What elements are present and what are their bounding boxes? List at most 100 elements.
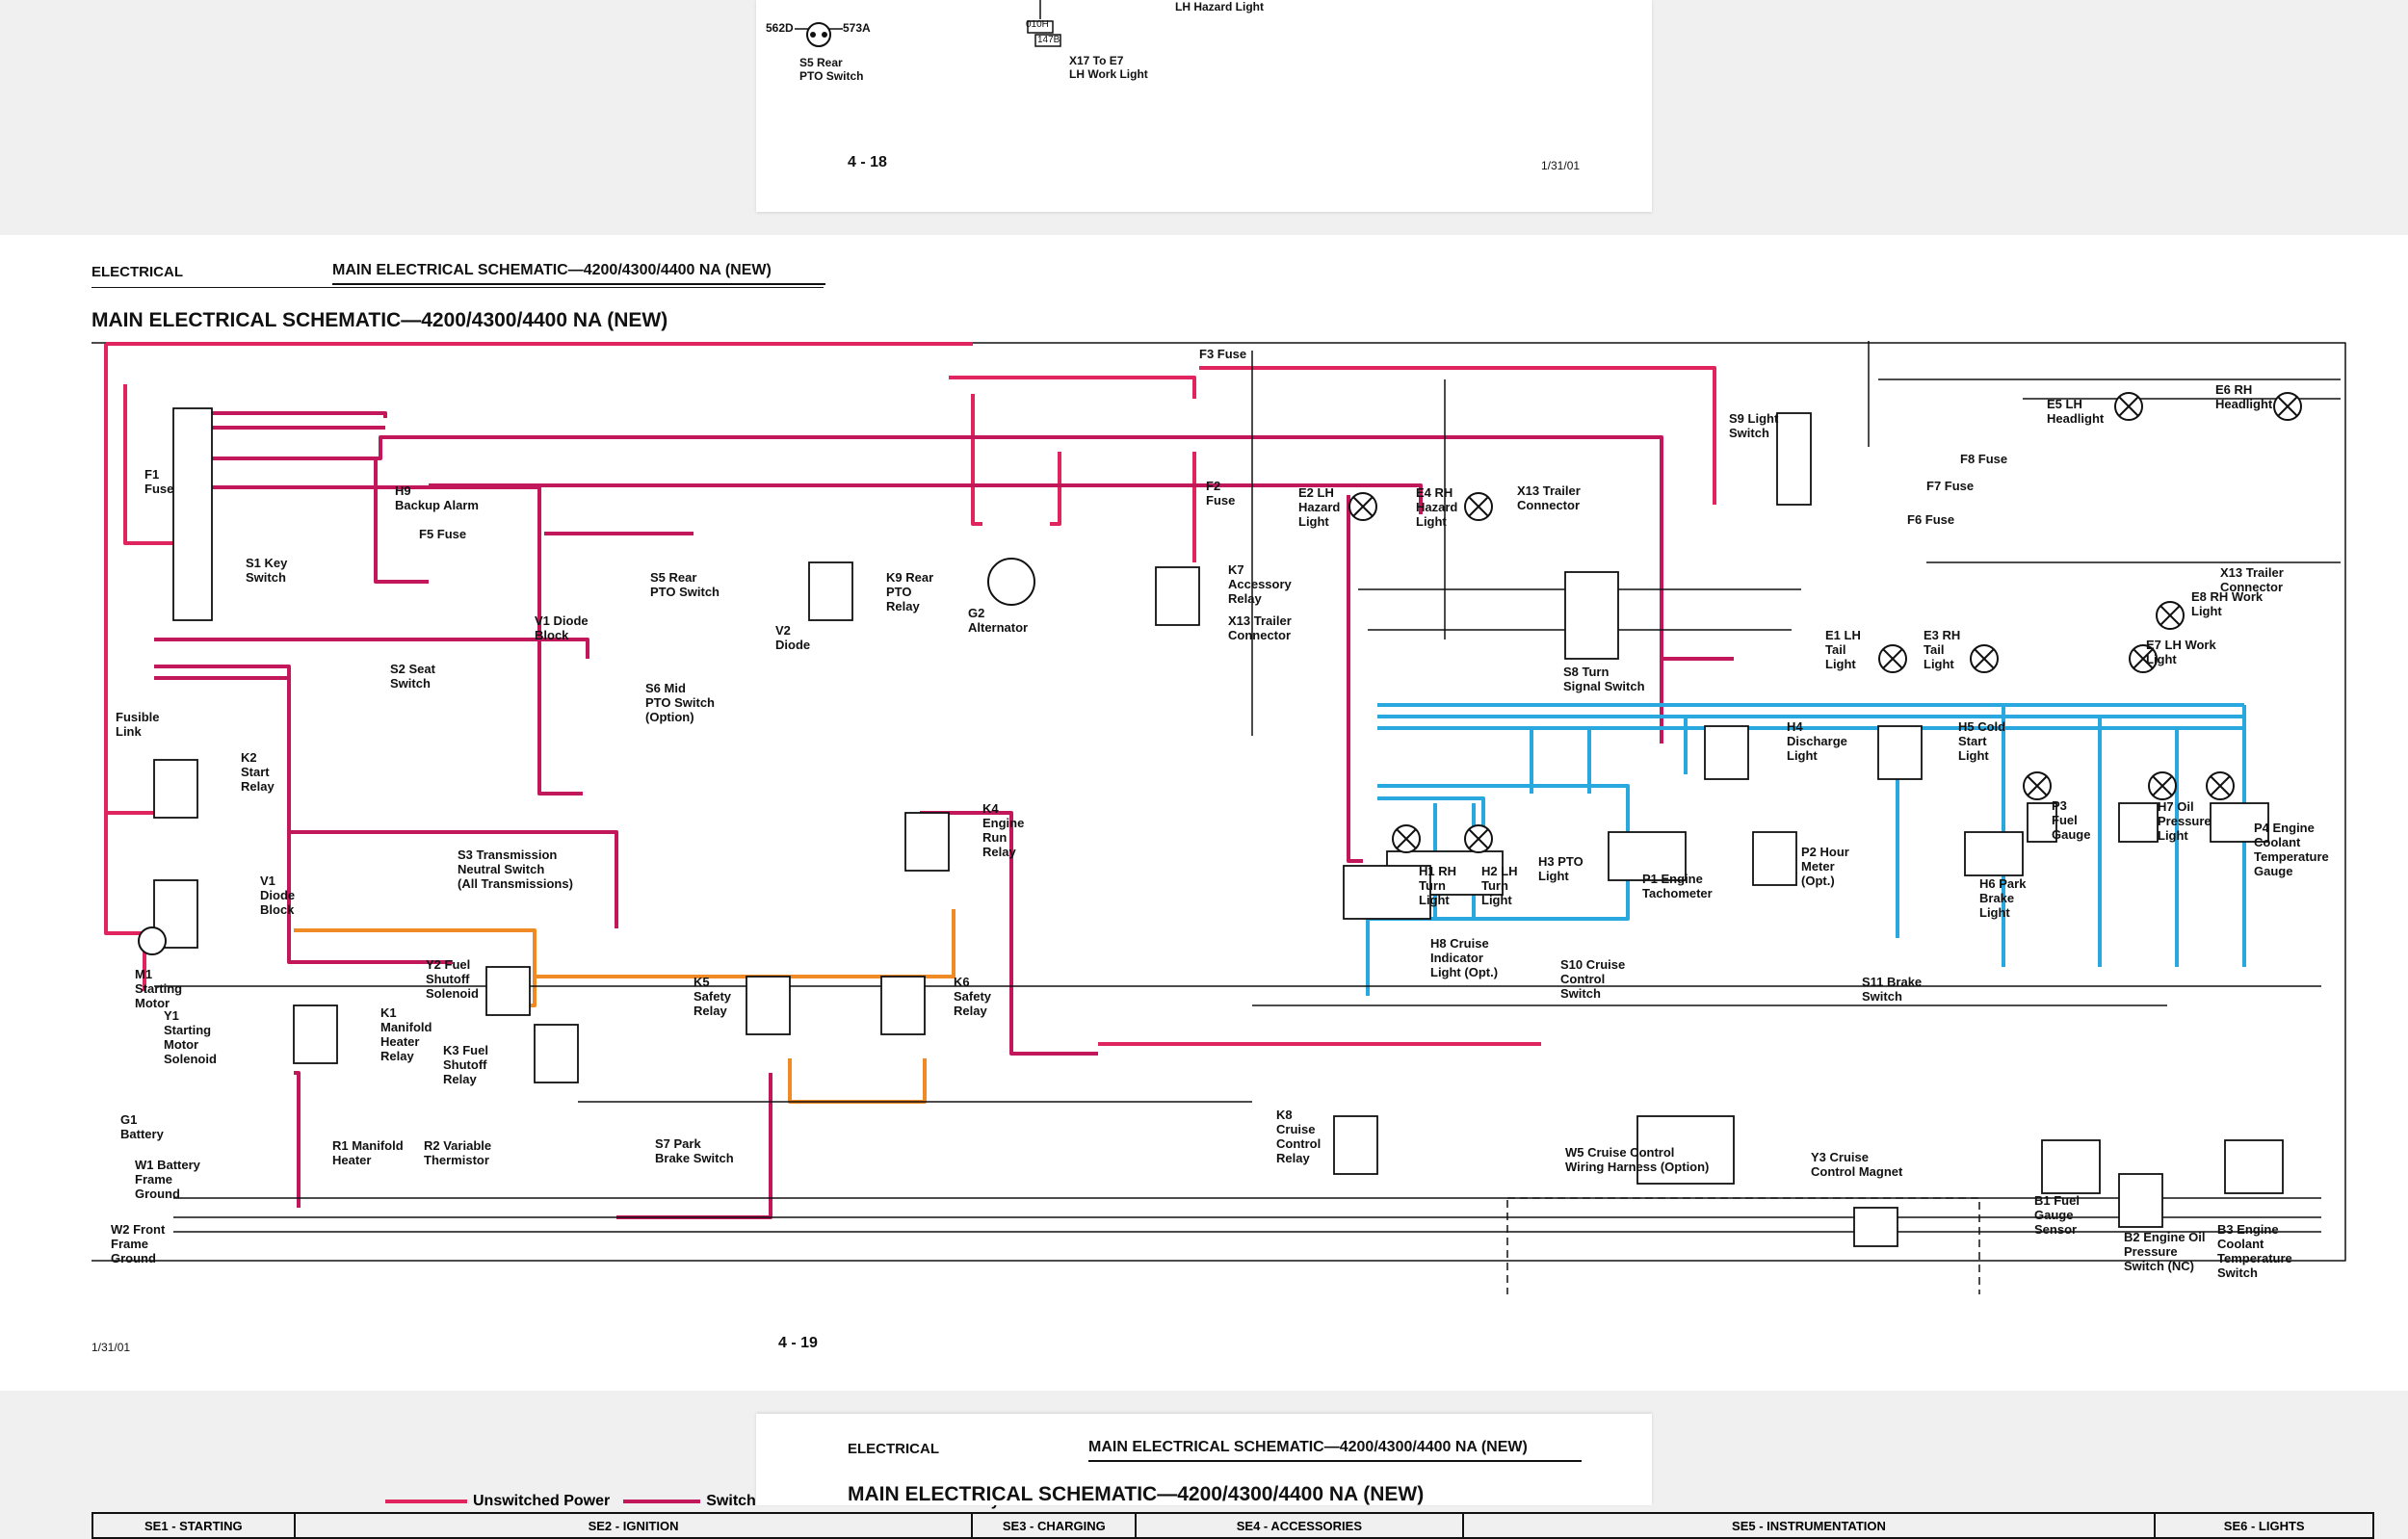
label-line: H3 PTO: [1538, 854, 1584, 869]
label-line: Shutoff: [426, 972, 470, 986]
unswitched-hazard-feed: [1199, 366, 1716, 505]
section-se2: SE2 - IGNITION: [296, 1514, 974, 1537]
label-line: S3 Transmission: [458, 848, 557, 862]
legend-unswitched: Unswitched Power: [385, 1493, 610, 1510]
label-line: E7 LH Work: [2146, 638, 2216, 652]
label-line: Light: [1419, 893, 1450, 907]
k4-relay-body: [904, 812, 950, 872]
previous-page: 562D 573A S5 Rear PTO Switch LH Hazard L…: [756, 0, 1652, 212]
p2-hour-meter-box: [1752, 831, 1797, 886]
label-line: Turn: [1419, 878, 1446, 893]
label-line: Motor: [164, 1037, 198, 1052]
main-page: ELECTRICAL MAIN ELECTRICAL SCHEMATIC—420…: [0, 235, 2408, 1539]
label-line: Backup Alarm: [395, 498, 479, 512]
h7-box: [2118, 802, 2159, 843]
label-line: G1: [120, 1112, 137, 1127]
label-line: E1 LH: [1825, 628, 1861, 642]
label-line: Relay: [982, 845, 1016, 859]
label-line: Gauge: [2034, 1208, 2073, 1222]
label-line: Switch: [246, 570, 286, 585]
label-line: Fuse: [1206, 493, 1235, 508]
secondary-302: [294, 909, 955, 978]
label-line: W5 Cruise Control: [1565, 1145, 1674, 1160]
s8-turn-switch-body: [1564, 571, 1619, 660]
label-line: Diode: [775, 638, 810, 652]
switched-072a: [193, 435, 1734, 661]
k8-relay-body: [1333, 1115, 1378, 1175]
next-page-title: MAIN ELECTRICAL SCHEMATIC—4200/4300/4400…: [848, 1483, 1425, 1505]
label-line: Light: [1958, 748, 1989, 763]
y3-box: [1853, 1207, 1898, 1247]
label-line: Brake Switch: [655, 1151, 734, 1165]
unswitched-f3: [949, 376, 1196, 399]
prev-x17-label: X17 To E7: [1069, 54, 1124, 67]
label-line: Y1: [164, 1008, 179, 1023]
label-line: Frame: [135, 1172, 172, 1187]
label-line: Solenoid: [164, 1052, 217, 1066]
label-line: Connector: [2220, 580, 2283, 594]
label-line: Run: [982, 830, 1007, 845]
label-f5: F5 Fuse: [419, 527, 466, 541]
label-line: P2 Hour: [1801, 845, 1849, 859]
label-line: G2: [968, 606, 984, 620]
label-line: Light: [1416, 514, 1447, 529]
label-line: Safety: [954, 989, 992, 1004]
e6-headlight-lamp-x: [2277, 396, 2298, 417]
e4-hazard-lamp-x: [1468, 496, 1489, 517]
k2-relay-body: [153, 759, 198, 819]
label-line: S8 Turn: [1563, 665, 1609, 679]
label-line: Block: [260, 902, 295, 917]
e3-tail-lamp-x: [1974, 648, 1995, 669]
prev-x17-label-2: LH Work Light: [1069, 67, 1148, 81]
label-line: Relay: [1228, 591, 1262, 606]
label-line: F7 Fuse: [1926, 479, 1974, 493]
legend-swatch-switched: [623, 1500, 701, 1503]
unswitched-left: [104, 344, 154, 815]
label-line: Hazard: [1298, 500, 1340, 514]
switched-engine-run: [920, 811, 1098, 1056]
section-se5: SE5 - INSTRUMENTATION: [1464, 1514, 2157, 1537]
g2-alternator-symbol: [987, 558, 1035, 606]
label-line: Relay: [886, 599, 920, 613]
next-page: ELECTRICAL MAIN ELECTRICAL SCHEMATIC—420…: [756, 1414, 1652, 1505]
label-line: Y2 Fuel: [426, 957, 470, 972]
label-line: Start: [1958, 734, 1987, 748]
prev-lh-hazard: LH Hazard Light: [1175, 0, 1264, 13]
next-running-title-rule: [1088, 1460, 1582, 1462]
h5-box: [1877, 725, 1923, 780]
label-line: Light: [2158, 828, 2188, 843]
label-line: S5 Rear: [650, 570, 696, 585]
k6-relay-body: [880, 976, 926, 1035]
unswitched-alt-feed: [971, 394, 982, 526]
label-line: Connector: [1517, 498, 1580, 512]
label-line: K8: [1276, 1108, 1293, 1122]
label-line: B2 Engine Oil: [2124, 1230, 2206, 1244]
label-line: Hazard: [1416, 500, 1457, 514]
label-line: H8 Cruise: [1430, 936, 1489, 951]
